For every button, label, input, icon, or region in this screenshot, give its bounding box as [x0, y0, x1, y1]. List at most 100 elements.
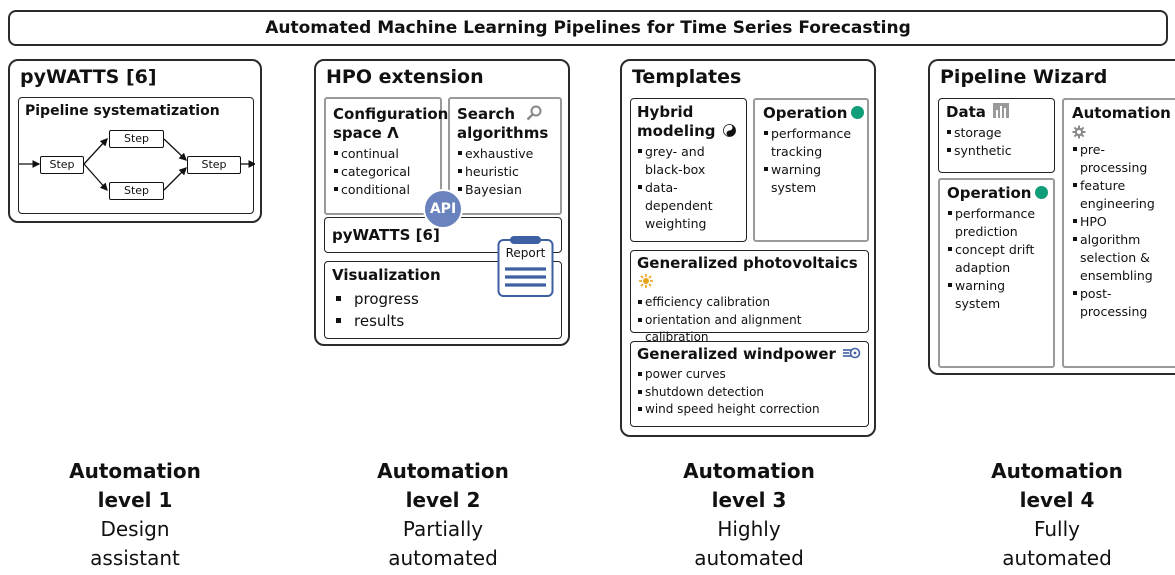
list-item: data-dependent weighting — [637, 179, 737, 233]
automation-level-1: Automation level 1 Design assistant — [35, 457, 235, 573]
hybrid-modeling-title: Hybrid modeling — [637, 103, 746, 141]
list-item: efficiency calibration — [637, 294, 847, 312]
search-icon — [526, 105, 542, 121]
list-item: synthetic — [946, 142, 1054, 160]
automation-level-2: Automation level 2 Partially automated — [343, 457, 543, 573]
templates-title: Templates — [632, 66, 742, 88]
hybrid-line2: modeling — [637, 122, 716, 140]
level-desc: Partially — [402, 517, 484, 541]
pipeline-systematization-panel: Pipeline systematization Step Step Step … — [18, 97, 255, 214]
automation-list: pre-processing feature engineering HPO a… — [1072, 141, 1168, 321]
list-item: exhaustive — [457, 145, 560, 163]
operation-prediction-title: Operation — [947, 184, 1053, 203]
list-item: results — [332, 310, 561, 332]
search-algorithms-title: Search algorithms — [457, 105, 560, 143]
level-number: level 4 — [1019, 488, 1095, 512]
data-box: Data storage synthetic — [938, 98, 1055, 173]
level-desc: automated — [388, 546, 498, 570]
list-item: wind speed height correction — [637, 401, 868, 419]
level-desc: Fully — [1033, 517, 1081, 541]
list-item: warning system — [763, 161, 853, 197]
windpower-box: Generalized windpower power curves shutd… — [630, 341, 869, 427]
operation-prediction-box: Operation performance prediction concept… — [938, 178, 1055, 368]
data-title: Data — [946, 103, 1054, 122]
report-clipboard — [497, 236, 554, 297]
list-item: pre-processing — [1072, 141, 1168, 177]
data-list: storage synthetic — [946, 124, 1054, 160]
list-item: algorithm selection & ensembling — [1072, 231, 1168, 285]
step-output: Step — [187, 156, 241, 174]
operation-prediction-list: performance prediction concept drift ada… — [947, 205, 1047, 313]
list-item: Bayesian — [457, 181, 560, 199]
level-title: Automation — [683, 459, 815, 483]
visualization-list: progress results — [332, 288, 561, 332]
photovoltaics-title: Generalized photovoltaics — [637, 254, 868, 292]
photovoltaics-box: Generalized photovoltaics efficiency cal… — [630, 250, 869, 344]
list-item: post-processing — [1072, 285, 1168, 321]
step-lower: Step — [109, 182, 164, 200]
visualization-box: Visualization progress results — [324, 261, 562, 339]
main-title: Automated Machine Learning Pipelines for… — [265, 18, 911, 38]
operation-label: Operation — [763, 104, 848, 122]
hpo-extension-title: HPO extension — [326, 66, 484, 88]
automation-box: Automation pre-processing feature engine… — [1062, 98, 1175, 368]
pipeline-systematization-title: Pipeline systematization — [25, 103, 220, 119]
title-banner: Automated Machine Learning Pipelines for… — [8, 10, 1168, 46]
operation-tracking-box: Operation performance tracking warning s… — [753, 98, 869, 242]
photovoltaics-label: Generalized photovoltaics — [637, 254, 858, 272]
list-item: storage — [946, 124, 1054, 142]
pipeline-arrows — [19, 138, 255, 191]
level-title: Automation — [377, 459, 509, 483]
level-number: level 1 — [97, 488, 173, 512]
hybrid-modeling-box: Hybrid modeling grey- and black-box data… — [630, 98, 747, 242]
configuration-space-box: Configuration space Λ continual categori… — [324, 97, 449, 215]
pywatts-inner-label: pyWATTS [6] — [332, 226, 440, 244]
wind-turbine-icon — [843, 347, 861, 359]
step-input: Step — [40, 156, 84, 174]
level-desc: Highly — [717, 517, 781, 541]
list-item: HPO — [1072, 213, 1168, 231]
search-algorithms-box: Search algorithms exhaustive heuristic B… — [448, 97, 562, 215]
list-item: feature engineering — [1072, 177, 1168, 213]
data-label: Data — [946, 103, 986, 121]
operation-tracking-list: performance tracking warning system — [763, 125, 853, 197]
api-label: API — [429, 201, 457, 217]
list-item: progress — [332, 288, 561, 310]
level-desc: Design — [100, 517, 170, 541]
level-title: Automation — [69, 459, 201, 483]
gear-icon — [1072, 125, 1086, 139]
list-item: performance prediction — [947, 205, 1047, 241]
clipboard-icon: Report — [497, 235, 554, 298]
configuration-space-title: Configuration space Λ — [333, 105, 449, 143]
photovoltaics-list: efficiency calibration orientation and a… — [637, 294, 847, 347]
sun-icon — [639, 274, 653, 288]
list-item: grey- and black-box — [637, 143, 737, 179]
list-item: warning system — [947, 277, 1047, 313]
level-desc: assistant — [90, 546, 180, 570]
operation-tracking-title: Operation — [763, 104, 867, 123]
automation-title: Automation — [1072, 104, 1171, 122]
list-item: heuristic — [457, 163, 560, 181]
status-dot-icon — [851, 106, 865, 119]
level-desc: automated — [694, 546, 804, 570]
configuration-line1: Configuration — [333, 105, 449, 123]
list-item: shutdown detection — [637, 384, 868, 402]
search-line1: Search — [457, 105, 516, 123]
step-upper: Step — [109, 130, 164, 148]
pipeline-wizard-box: Pipeline Wizard Data storage synthetic O… — [928, 59, 1175, 375]
report-label: Report — [505, 246, 546, 260]
automation-level-3: Automation level 3 Highly automated — [649, 457, 849, 573]
level-number: level 2 — [405, 488, 481, 512]
list-item: power curves — [637, 366, 868, 384]
yin-yang-icon — [722, 124, 736, 137]
windpower-title: Generalized windpower — [637, 345, 868, 364]
status-dot-icon — [1035, 186, 1049, 199]
level-title: Automation — [991, 459, 1123, 483]
hybrid-line1: Hybrid — [637, 103, 694, 121]
automation-level-4: Automation level 4 Fully automated — [957, 457, 1157, 573]
pywatts-title: pyWATTS [6] — [20, 66, 157, 88]
operation-label: Operation — [947, 184, 1032, 202]
level-number: level 3 — [711, 488, 787, 512]
bar-chart-icon — [993, 103, 1010, 118]
configuration-line2: space Λ — [333, 124, 399, 142]
